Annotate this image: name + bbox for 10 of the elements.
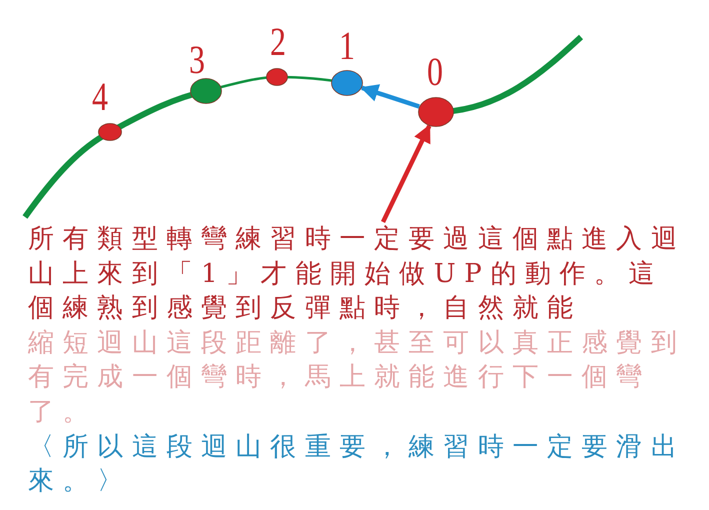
note-text: 〈所以這段迴山很重要，練習時一定要滑出來。〉 xyxy=(28,430,686,498)
point-number: 2 xyxy=(270,22,286,62)
arrow xyxy=(380,124,432,223)
point-number: 1 xyxy=(339,26,355,66)
point-number: 0 xyxy=(427,52,443,92)
point-number: 4 xyxy=(92,77,108,117)
point-number: 3 xyxy=(189,40,205,80)
instruction-text: 所有類型轉彎練習時一定要過這個點進入迴山上來到「1」才能開始做UP的動作。這個練熟到感覺到反彈點時，自然就能 xyxy=(28,223,686,326)
instruction-text: 縮短迴山這段距離了，甚至可以真正感覺到有完成一個彎時，馬上就能進行下一個彎了。 xyxy=(28,326,686,429)
arrow xyxy=(360,84,420,109)
